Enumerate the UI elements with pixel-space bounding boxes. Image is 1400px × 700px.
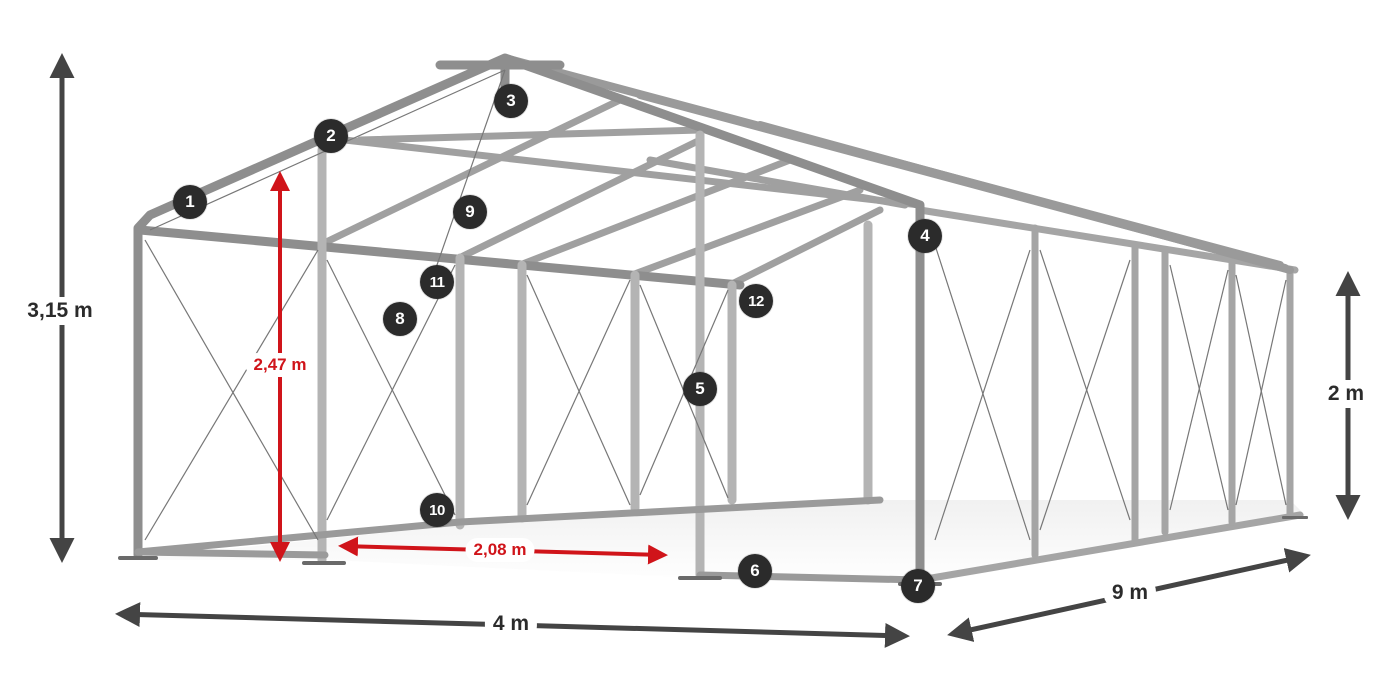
callout-badge-7: 7 (901, 569, 935, 603)
base-rails (134, 496, 924, 584)
side-wall-bracing (934, 244, 1287, 541)
callout-badge-10: 10 (420, 493, 454, 527)
callout-badge-9: 9 (453, 195, 487, 229)
callout-badge-12: 12 (739, 284, 773, 318)
callout-badge-11: 11 (420, 265, 454, 299)
callout-badge-4: 4 (908, 219, 942, 253)
callout-badge-1: 1 (173, 185, 207, 219)
roof-purlins (501, 54, 1294, 274)
callout-badge-3: 3 (494, 84, 528, 118)
wall-bracing (144, 69, 729, 541)
length-label: 9 m (1103, 579, 1157, 607)
callout-badge-5: 5 (683, 372, 717, 406)
side-height-label: 2 m (1319, 380, 1373, 408)
callout-badge-2: 2 (314, 119, 348, 153)
rafters (316, 96, 924, 289)
callout-badge-8: 8 (383, 302, 417, 336)
inner-height-label: 2,47 m (245, 353, 315, 377)
callout-badge-6: 6 (738, 554, 772, 588)
door-width-label: 2,08 m (465, 538, 535, 562)
width-label: 4 m (484, 610, 538, 638)
total-height-label: 3,15 m (19, 297, 101, 325)
